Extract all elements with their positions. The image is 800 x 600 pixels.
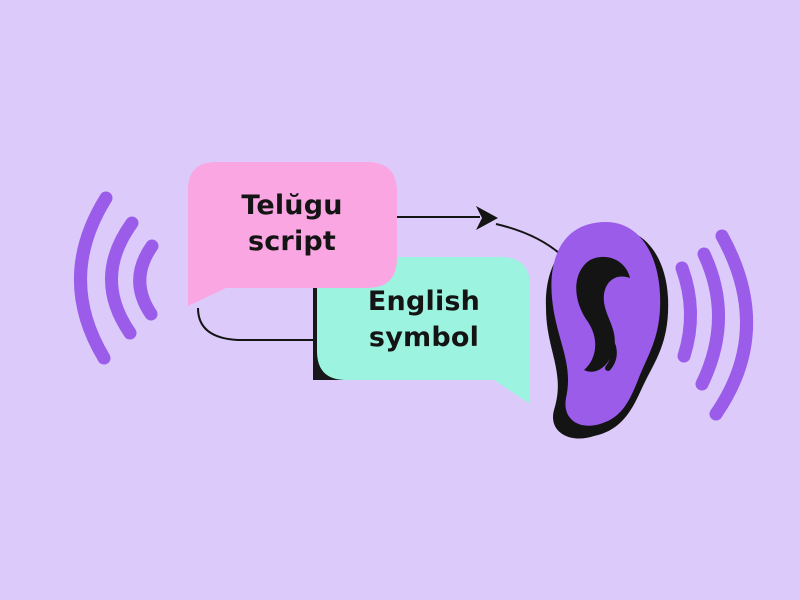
english-symbol-label: English symbol <box>318 284 530 356</box>
pink-bubble-line-2: script <box>247 226 337 257</box>
arrowhead-icon <box>476 206 498 230</box>
left-sound-waves-icon <box>74 191 159 365</box>
right-sound-waves-icon <box>675 229 754 421</box>
mint-bubble-line-2: symbol <box>368 322 480 353</box>
mint-bubble-line-1: English <box>367 286 481 317</box>
pink-bubble-line-1: Telŭgu <box>241 190 343 221</box>
mint-bubble <box>317 257 530 404</box>
ear-icon <box>545 222 669 439</box>
telugu-script-label: Telŭgu script <box>190 188 394 260</box>
pink-bubble <box>188 162 397 306</box>
